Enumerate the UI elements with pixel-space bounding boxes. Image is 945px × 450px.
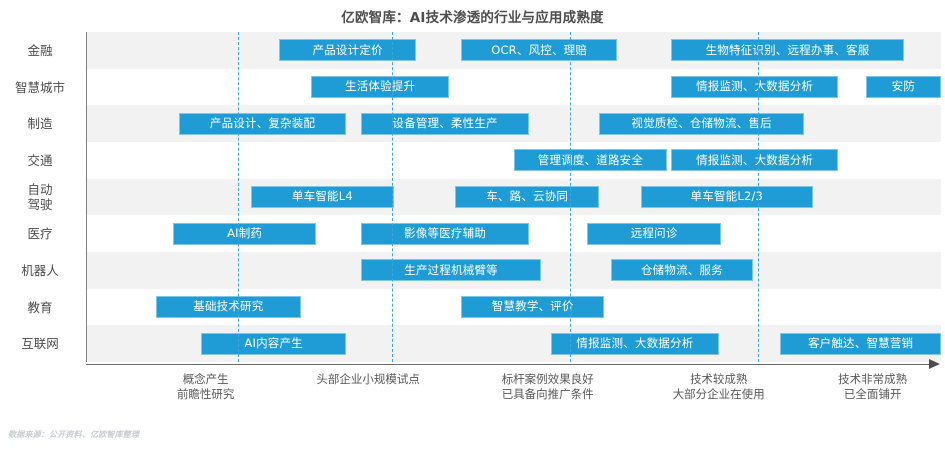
x-axis-arrow-icon (929, 359, 940, 369)
y-axis-category-label: 医疗 (0, 226, 80, 241)
chart-gridline (238, 32, 240, 362)
chart-bar[interactable]: AI制药 (173, 222, 316, 245)
y-axis-category-label-line: 互联网 (21, 336, 59, 352)
x-axis-stage-label: 技术较成熟大部分企业在使用 (609, 372, 829, 402)
y-axis-category-label-line: 医疗 (27, 226, 53, 242)
chart-bar[interactable]: 生产过程机械臂等 (361, 259, 541, 282)
chart-bar[interactable]: 仓储物流、服务 (610, 259, 753, 282)
x-axis-stage-label-line1: 概念产生 (182, 372, 229, 386)
chart-bar[interactable]: 设备管理、柔性生产 (361, 112, 529, 135)
x-axis-stage-label-line2: 大部分企业在使用 (672, 387, 765, 401)
chart-bar[interactable]: 单车智能L4 (251, 186, 394, 208)
y-axis-category-label-line: 交通 (27, 152, 53, 168)
x-axis-stage-label: 标杆案例效果良好已具备向推广条件 (438, 372, 658, 402)
y-axis-category-label-line: 金融 (27, 42, 53, 58)
x-axis-stage-label-line2: 前瞻性研究 (176, 387, 235, 401)
chart-gridline (392, 32, 394, 362)
chart-bar[interactable]: 情报监测、大数据分析 (551, 332, 719, 355)
x-axis-line (86, 364, 931, 365)
chart-bar[interactable]: OCR、风控、理赔 (461, 39, 617, 62)
y-axis-category-label-line: 智慧城市 (14, 79, 65, 95)
x-axis-stage-label-line2: 已具备向推广条件 (501, 387, 594, 401)
chart-bar[interactable]: 视觉质检、仓储物流、售后 (599, 112, 805, 135)
chart-title: 亿欧智库：AI技术渗透的行业与应用成熟度 (341, 10, 604, 26)
chart-bar[interactable]: 管理调度、道路安全 (513, 149, 668, 172)
chart-bar[interactable]: 基础技术研究 (156, 296, 301, 318)
data-source-note: 数据来源：公开资料、亿欧智库整理 (8, 430, 140, 439)
y-axis-category-label: 智慧城市 (0, 80, 80, 95)
x-axis-stage-label-line1: 技术非常成熟 (838, 372, 908, 386)
chart-bar[interactable]: 产品设计、复杂装配 (179, 112, 346, 135)
x-axis-stage-label: 概念产生前瞻性研究 (96, 372, 316, 402)
y-axis-category-label: 自动驾驶 (0, 182, 80, 212)
y-axis-category-label: 机器人 (0, 263, 80, 278)
y-axis-category-label: 交通 (0, 153, 80, 168)
x-axis-stage-label-line1: 头部企业小规模试点 (316, 372, 420, 386)
y-axis-category-label-line: 驾驶 (27, 197, 53, 212)
chart-bar[interactable]: 产品设计定价 (279, 39, 417, 62)
y-axis-line (86, 32, 87, 362)
y-axis-category-label-line: 机器人 (21, 262, 59, 278)
chart-bar[interactable]: 客户触达、智慧营销 (780, 332, 941, 355)
y-axis-category-label-line: 自动 (27, 182, 53, 197)
y-axis-category-label: 教育 (0, 300, 80, 315)
chart-bar[interactable]: 智慧教学、评价 (461, 296, 605, 318)
chart-bar[interactable]: 生物特征识别、远程办事、客服 (670, 39, 905, 62)
x-axis-stage-label-line1: 标杆案例效果良好 (501, 372, 594, 386)
chart-bar[interactable]: 单车智能L2/3 (640, 186, 813, 208)
x-axis-stage-label-line2: 已全面铺开 (843, 387, 902, 401)
chart-bar[interactable]: 生活体验提升 (310, 76, 450, 98)
x-axis-stage-label-line1: 技术较成熟 (689, 372, 748, 386)
y-axis-category-label-line: 教育 (27, 299, 53, 315)
x-axis-stage-label: 头部企业小规模试点 (258, 372, 478, 387)
chart-bar[interactable]: 远程问诊 (587, 222, 722, 245)
chart-bar[interactable]: 安防 (865, 76, 941, 98)
y-axis-category-label: 金融 (0, 43, 80, 58)
chart-gridline (758, 32, 760, 362)
y-axis-category-label: 制造 (0, 116, 80, 131)
chart-bar[interactable]: 车、路、云协同 (455, 186, 599, 208)
y-axis-category-label-line: 制造 (27, 116, 53, 132)
y-axis-category-label: 互联网 (0, 336, 80, 351)
chart-bar[interactable]: 情报监测、大数据分析 (670, 149, 839, 172)
chart-bar[interactable]: 影像等医疗辅助 (361, 222, 529, 245)
chart-gridline (569, 32, 571, 362)
chart-bar[interactable]: AI内容产生 (201, 332, 346, 355)
chart-bar[interactable]: 情报监测、大数据分析 (670, 76, 839, 98)
x-axis-stage-label: 技术非常成熟已全面铺开 (763, 372, 945, 402)
